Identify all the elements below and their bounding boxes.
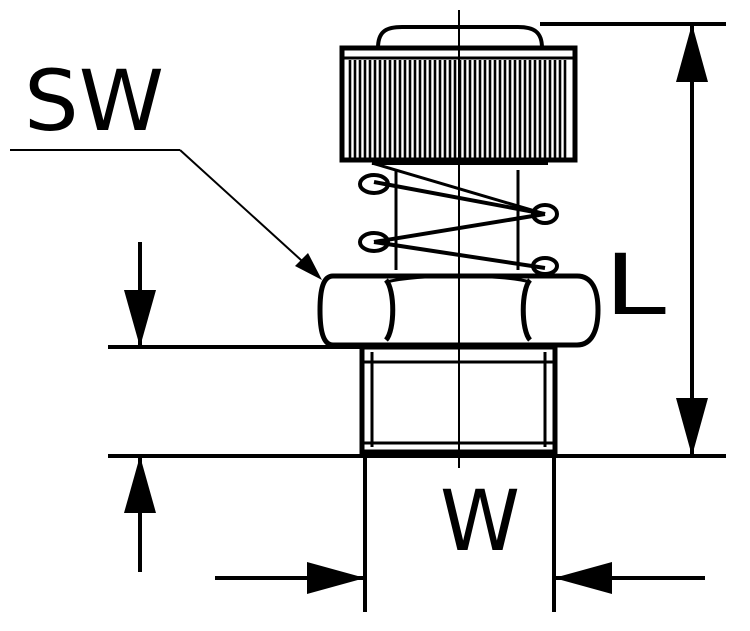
length-arrow-bottom <box>676 398 708 456</box>
sw-leader-arrowhead <box>295 253 322 280</box>
sw-leader <box>10 149 322 280</box>
extension-lines <box>108 22 726 612</box>
nut-height-dimension <box>124 242 156 572</box>
label-l: L <box>604 236 666 334</box>
width-arrow-left <box>307 562 365 594</box>
length-dimension <box>676 24 708 456</box>
label-sw: SW <box>24 52 164 150</box>
knurl-pattern <box>348 60 567 158</box>
hex-nut-face-right <box>520 278 533 342</box>
width-arrow-right <box>554 562 612 594</box>
hex-nut-face-left <box>383 278 396 342</box>
nut-height-arrow-bottom <box>124 456 156 513</box>
length-arrow-top <box>676 24 708 82</box>
label-w: W <box>440 472 520 570</box>
width-dimension <box>215 562 705 594</box>
nut-height-arrow-top <box>124 290 156 347</box>
